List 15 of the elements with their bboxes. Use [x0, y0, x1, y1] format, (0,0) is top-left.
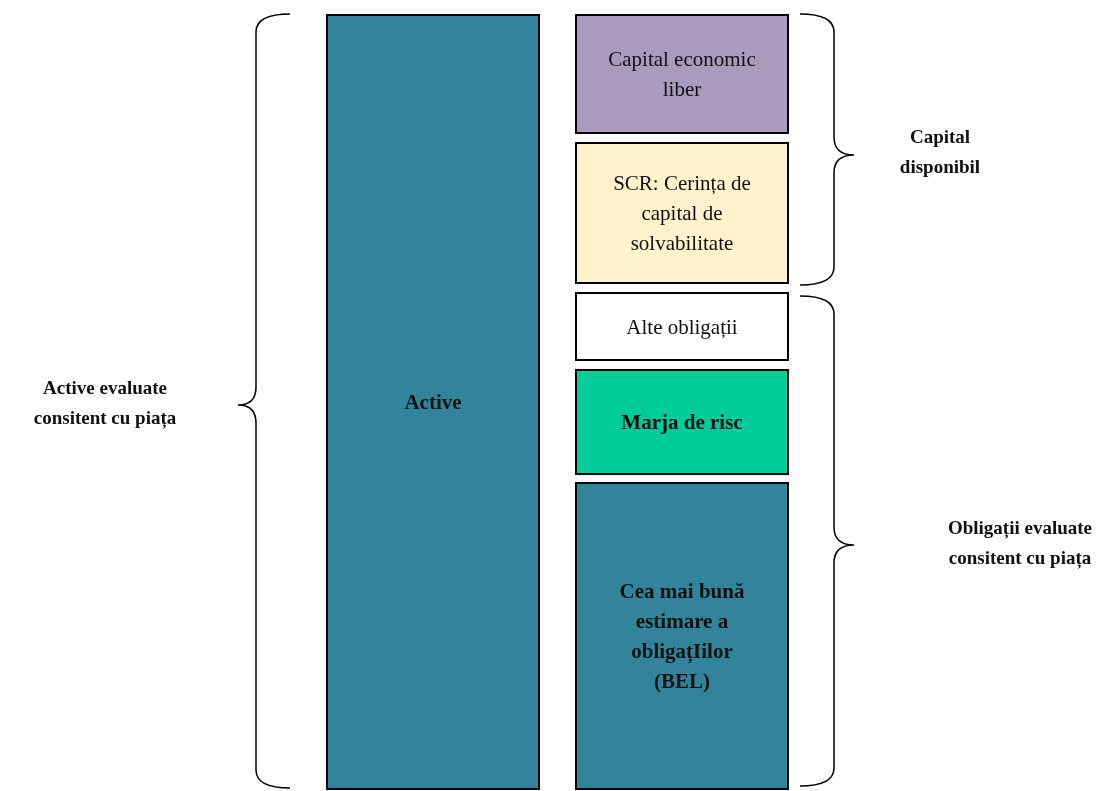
column-label: Active	[404, 389, 462, 416]
brace-label: Obligații evaluate consitent cu piața	[946, 516, 1094, 571]
block-label: Cea mai bună estimare a obligațIilor (BEL)	[618, 578, 746, 695]
block-label: Alte obligații	[626, 313, 738, 341]
block-label: Capital economic liber	[607, 46, 757, 103]
liability-block	[575, 292, 789, 361]
capital-block	[575, 142, 789, 284]
block-label: SCR: Cerința de capital de solvabilitate	[612, 170, 752, 257]
liability-block	[575, 369, 789, 475]
block-label: Marja de risc	[621, 409, 743, 436]
brace-label: Active evaluate consitent cu piața	[32, 376, 178, 431]
brace-label: Capital disponibil	[898, 125, 982, 179]
asset-column	[326, 14, 540, 790]
capital-block	[575, 14, 789, 134]
liability-block	[575, 482, 789, 790]
